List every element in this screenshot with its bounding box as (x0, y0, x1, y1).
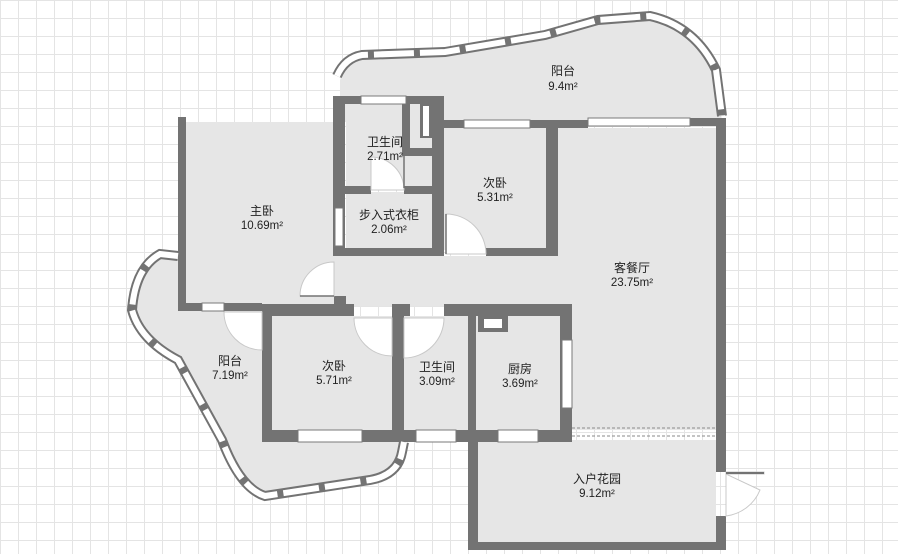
label-kitchen: 厨房 (508, 361, 532, 376)
floor-fills (133, 18, 722, 542)
wall-block-east (432, 96, 444, 254)
window-living-north (587, 117, 691, 127)
door-bath-south (403, 317, 445, 359)
label-entry-garden: 入户花园 (573, 471, 621, 486)
label-bathroom-north: 卫生间 (367, 135, 403, 149)
wall-master-south (178, 303, 202, 311)
railing-north-inner (334, 12, 725, 117)
door-bed-north (445, 213, 487, 255)
door-bed-south (353, 317, 393, 357)
area-walk-in-closet: 2.06m² (371, 224, 407, 236)
window-master-south (201, 302, 225, 312)
wall-south-bed-west (262, 304, 272, 440)
wall-bed-north-east (546, 122, 558, 256)
wall-bed-north-top-2 (530, 120, 588, 128)
wall-bed-north-south (486, 248, 558, 256)
wall-garden-south (468, 542, 726, 550)
wall-garden-west (468, 440, 478, 550)
area-master-bedroom: 10.69m² (241, 220, 283, 232)
window-bath-south (415, 429, 457, 443)
label-bathroom-south: 卫生间 (419, 360, 455, 374)
label-balcony-west: 阳台 (218, 353, 242, 368)
kitchen-floor (476, 316, 560, 430)
area-balcony-west: 7.19m² (212, 370, 248, 382)
wall-bath-north-inner (402, 104, 410, 148)
living-dining-floor (335, 128, 716, 430)
wall-east-lower (716, 516, 726, 546)
wall-north-top-east (690, 118, 726, 126)
wall-block-top-1 (333, 96, 361, 104)
walk-in-closet-floor (346, 192, 432, 248)
entry-garden-floor (478, 440, 716, 542)
door-entry (725, 471, 765, 517)
window-bed-south (297, 429, 363, 443)
label-balcony-north: 阳台 (551, 63, 575, 78)
door-master (299, 261, 335, 297)
window-kitchen-east (561, 339, 573, 409)
area-entry-garden: 9.12m² (579, 488, 615, 500)
kitchen-hood-inner (484, 319, 502, 328)
label-bedroom-south: 次卧 (322, 359, 346, 373)
wall-bath-closet (345, 186, 371, 194)
label-living-dining: 客餐厅 (614, 260, 650, 275)
wall-bath-closet-2 (404, 186, 432, 194)
windows (201, 95, 691, 443)
area-kitchen: 3.69m² (502, 378, 538, 390)
area-bathroom-south: 3.09m² (419, 376, 455, 388)
room-labels: 阳台 9.4m² 卫生间 2.71m² 步入式衣柜 2.06m² 次卧 5.31… (212, 63, 653, 500)
area-bathroom-north: 2.71m² (367, 151, 403, 163)
window-closet-west (334, 207, 344, 247)
area-bedroom-north: 5.31m² (477, 192, 513, 204)
wall-south-top-4 (444, 304, 572, 316)
wall-block-top-2 (406, 96, 444, 104)
label-walk-in-closet: 步入式衣柜 (359, 207, 419, 222)
window-kitchen-south (497, 429, 539, 443)
wall-east (716, 118, 726, 472)
balcony-west-floor (133, 255, 400, 498)
railing-west-inner (128, 250, 407, 500)
area-balcony-north: 9.4m² (548, 81, 578, 93)
wall-south-top-1 (262, 304, 354, 316)
window-bed-north (463, 119, 531, 129)
wall-bed-north-top (444, 120, 464, 128)
window-bath-north (360, 95, 407, 105)
wall-master-west (178, 117, 186, 311)
wall-south-bath-east (468, 316, 476, 440)
label-master-bedroom: 主卧 (250, 204, 274, 218)
doors (223, 156, 765, 517)
wall-bath-north-inner-2 (402, 148, 432, 156)
wall-south-bed-east (392, 304, 404, 440)
wardrobe-inner (423, 106, 429, 136)
area-bedroom-south: 5.71m² (316, 375, 352, 387)
wall-master-south-2 (224, 303, 262, 311)
balcony-railings (126, 10, 727, 502)
area-living-dining: 23.75m² (611, 277, 653, 289)
label-bedroom-north: 次卧 (483, 176, 507, 190)
wall-south-top-2 (334, 296, 346, 316)
door-balcony-west (223, 311, 263, 351)
wall-closet-south (345, 248, 444, 256)
